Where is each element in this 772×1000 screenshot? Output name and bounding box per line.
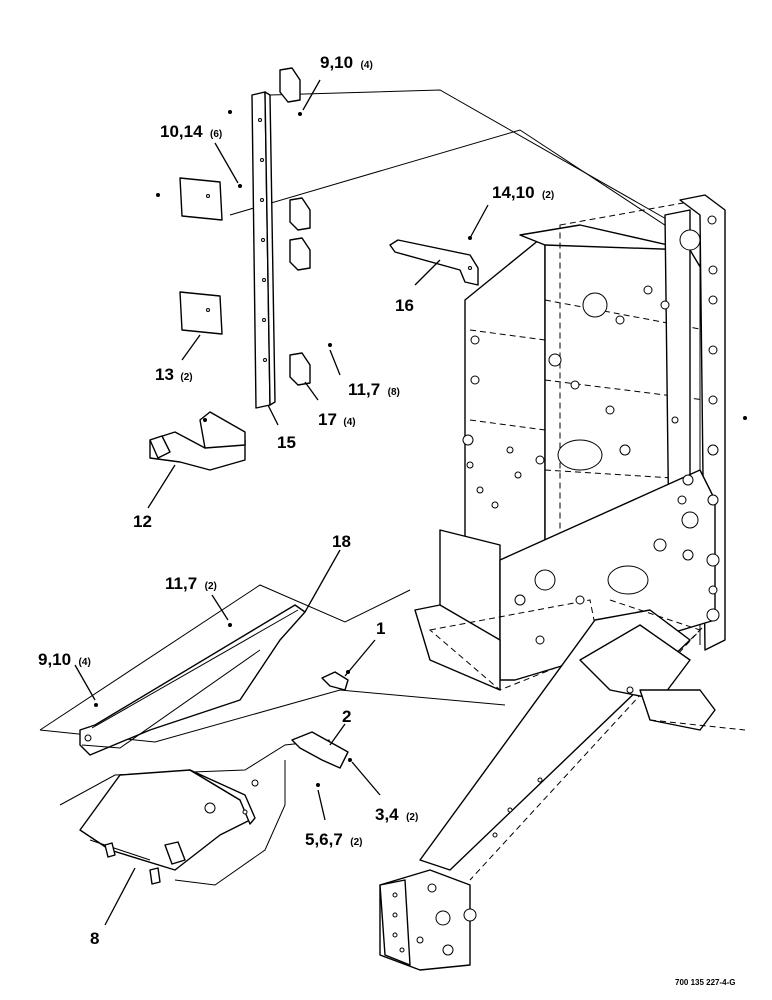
part-13-plate-lower: [179, 291, 223, 335]
part-13-plate-upper: [179, 177, 223, 221]
drawing-code: 700 135 227-4-G: [675, 978, 736, 987]
part-17-angle-brackets: [279, 67, 311, 386]
part-1-clip: [321, 671, 349, 691]
part-18-rail: [79, 604, 306, 756]
main-frame-assembly: [229, 89, 746, 971]
callout-9-10-top: 9,10 (4): [320, 53, 373, 72]
part-16-arm: [389, 239, 479, 286]
part-12-support-bracket: [149, 431, 246, 471]
callout-10-14: 10,14 (6): [160, 122, 222, 141]
callout-labels: 9,10 (4) 10,14 (6) 14,10 (2) 16 13 (2) 1…: [38, 53, 554, 948]
callout-5-6-7: 5,6,7 (2): [305, 830, 363, 849]
upper-bracket-assembly: [149, 67, 747, 471]
callout-9-10-mid: 9,10 (4): [38, 650, 91, 669]
callout-8: 8: [90, 929, 99, 948]
callout-12: 12: [133, 512, 152, 531]
part-2-bracket: [291, 731, 349, 769]
callout-14-10: 14,10 (2): [492, 183, 554, 202]
callout-15: 15: [277, 433, 296, 452]
leader-lines: [74, 79, 489, 926]
callout-18: 18: [332, 532, 351, 551]
callout-16: 16: [395, 296, 414, 315]
lower-cover-assembly: [39, 584, 506, 886]
callout-11-7-top: 11,7 (8): [348, 380, 400, 399]
callout-2: 2: [342, 707, 351, 726]
callout-1: 1: [376, 619, 385, 638]
callout-3-4: 3,4 (2): [375, 805, 418, 824]
callout-17: 17 (4): [318, 410, 356, 429]
callout-11-7-mid: 11,7 (2): [165, 574, 217, 593]
callout-13: 13 (2): [155, 365, 193, 384]
